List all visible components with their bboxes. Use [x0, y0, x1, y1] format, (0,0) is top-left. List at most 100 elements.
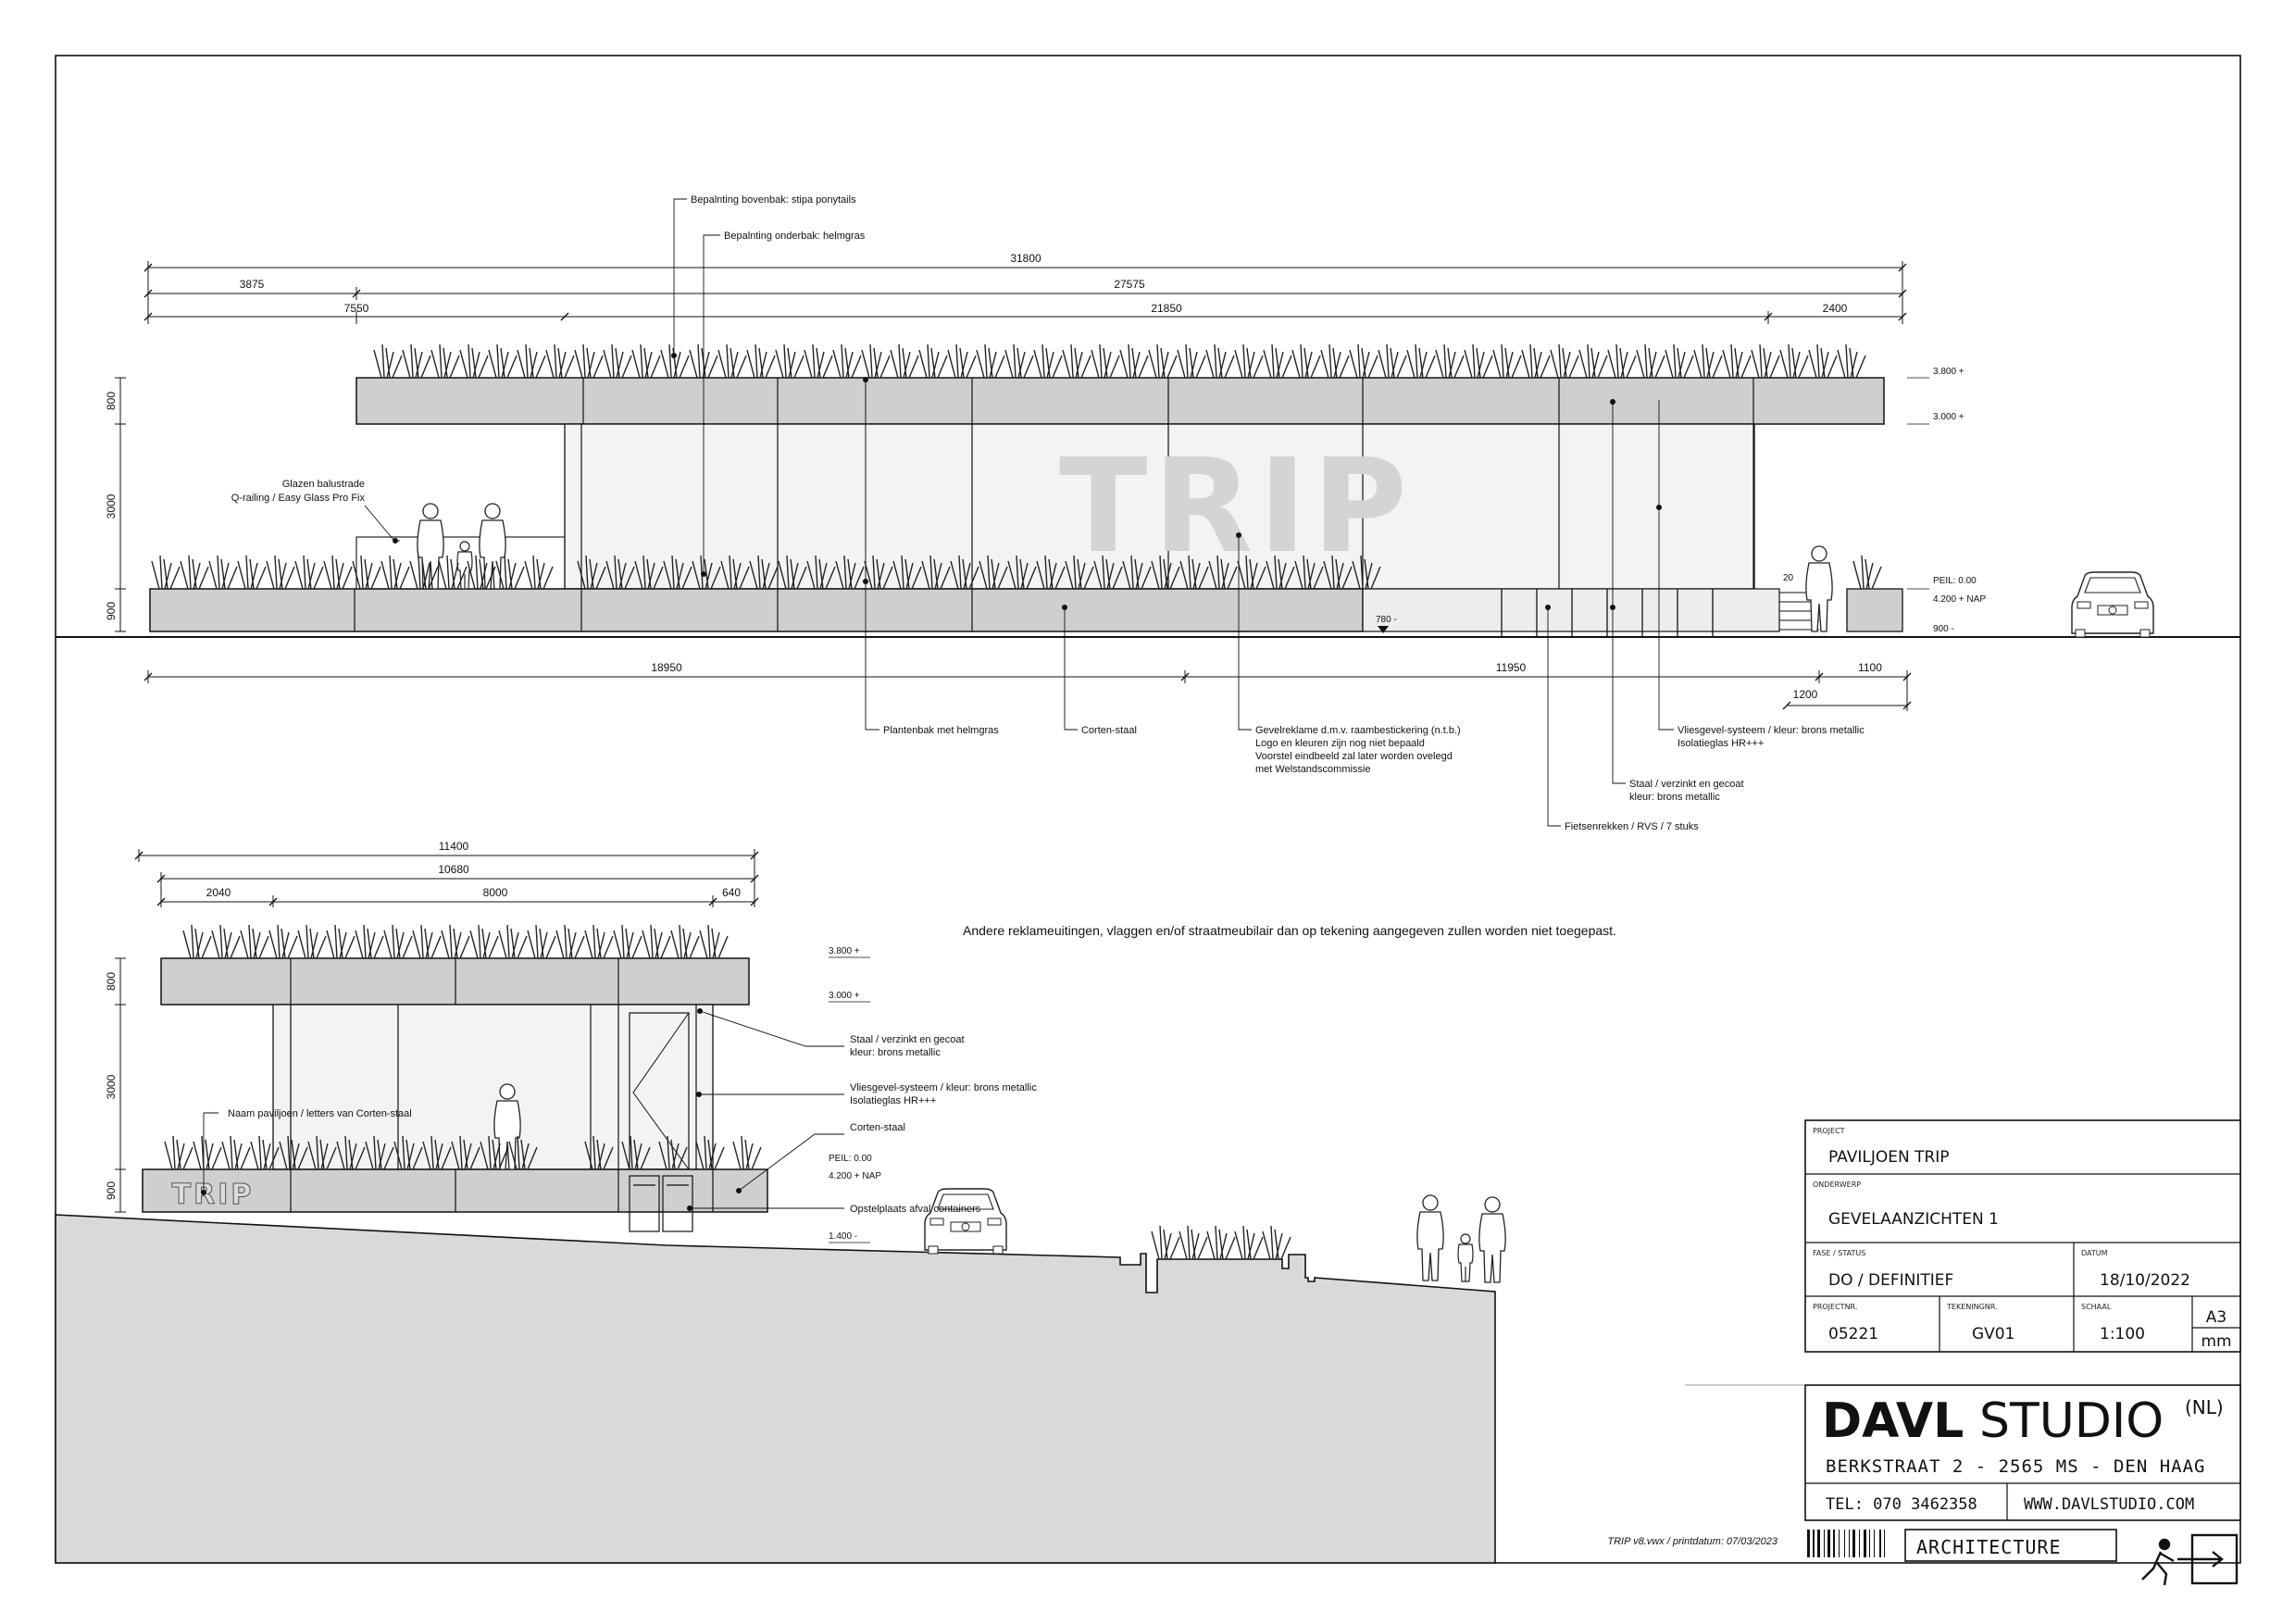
grass-tuft	[1550, 344, 1579, 379]
label-balustrade-2: Q-railing / Easy Glass Pro Fix	[231, 493, 366, 504]
grass-tuft	[976, 344, 1005, 379]
grass-tuft	[237, 555, 267, 590]
grass-tuft	[1378, 344, 1407, 379]
grass-tuft	[1206, 1225, 1236, 1260]
facade-logo-text: TRIP	[1059, 431, 1413, 582]
side-label-vlies-1: Vliesgevel-systeem / kleur: brons metall…	[850, 1082, 1037, 1093]
grass-tuft	[151, 555, 181, 590]
barcode-bar	[1849, 1530, 1850, 1557]
grass-tuft	[1349, 344, 1378, 379]
grass-tuft	[164, 1135, 193, 1170]
grass-tuft	[180, 555, 209, 590]
side-dims-top	[138, 849, 755, 907]
grass-tuft	[1406, 344, 1436, 379]
grass-tuft	[355, 924, 384, 959]
grass-tuft	[221, 1135, 251, 1170]
barcode-bar	[1807, 1530, 1810, 1557]
leaders-top	[394, 198, 1674, 827]
label-reclame-2: Logo en kleuren zijn nog niet bepaald	[1255, 738, 1425, 749]
grass-tuft	[642, 924, 671, 959]
grass-tuft	[660, 344, 690, 379]
grass-tuft	[732, 1135, 762, 1170]
tb-drawnr: GV01	[1972, 1325, 2014, 1343]
label-fiets: Fietsenrekken / RVS / 7 stuks	[1565, 821, 1699, 832]
grass-tuft	[890, 344, 919, 379]
grass-tuft	[1808, 344, 1838, 379]
side-level-nap: 4.200 + NAP	[829, 1171, 881, 1181]
side-dim-left-3000: 3000	[105, 1074, 118, 1099]
label-staal-2: kleur: brons metallic	[1629, 792, 1720, 803]
mark-20: 20	[1783, 573, 1794, 583]
tb-scale-label: SCHAAL	[2081, 1303, 2112, 1311]
level-3000: 3.000 +	[1933, 412, 1964, 422]
grass-tuft	[861, 344, 891, 379]
barcode-bar	[1844, 1530, 1845, 1557]
grass-tuft	[1693, 344, 1723, 379]
grass-tuft	[441, 924, 470, 959]
title-block: PROJECT PAVILJOEN TRIP ONDERWERP GEVELAA…	[1685, 1119, 2241, 1586]
grass-tuft	[746, 344, 776, 379]
barcode-bar	[1813, 1530, 1815, 1557]
tb-drawnr-label: TEKENINGNR.	[1946, 1303, 1998, 1311]
grass-tuft	[469, 924, 499, 959]
grass-tuft	[918, 344, 948, 379]
studio-web: WWW.DAVLSTUDIO.COM	[2024, 1495, 2194, 1514]
side-dim-8000: 8000	[483, 886, 508, 899]
grass-tuft	[211, 924, 241, 959]
studio-tagline: ARCHITECTURE	[1916, 1536, 2062, 1558]
side-level-3800: 3.800 +	[829, 946, 860, 956]
dims-top	[147, 261, 1903, 324]
dim-3875: 3875	[240, 278, 265, 291]
tb-projnr: 05221	[1828, 1325, 1878, 1343]
grass-tuft	[1177, 344, 1206, 379]
tb-phase-label: FASE / STATUS	[1813, 1249, 1865, 1257]
grass-tuft	[545, 344, 575, 379]
grass-tuft	[1205, 344, 1235, 379]
label-reclame-1: Gevelreklame d.m.v. raambestickering (n.…	[1255, 725, 1461, 736]
grass-tuft	[266, 555, 295, 590]
grass-tuft	[1004, 344, 1034, 379]
side-dim-left-800: 800	[105, 972, 118, 991]
grass-tuft	[555, 924, 585, 959]
terrain	[55, 1214, 1496, 1564]
dim-31800: 31800	[1010, 252, 1041, 265]
level-900: 900 -	[1933, 624, 1954, 634]
front-elevation: TRIP	[56, 194, 2240, 832]
grass-tuft	[326, 924, 355, 959]
planter-name-text: TRIP	[172, 1179, 255, 1211]
grass-tuft	[1852, 555, 1882, 590]
grass-tuft	[182, 924, 212, 959]
bike-racks	[1501, 589, 1714, 637]
studio-suffix: (NL)	[2185, 1396, 2224, 1418]
barcode-bar	[1879, 1530, 1881, 1557]
dim-18950: 18950	[651, 661, 682, 674]
tb-project: PAVILJOEN TRIP	[1828, 1148, 1950, 1167]
grass-tuft	[488, 344, 518, 379]
grass-tuft	[574, 344, 604, 379]
grass-tuft	[1234, 344, 1264, 379]
barcode-bar	[1833, 1530, 1835, 1557]
side-label-staal-2: kleur: brons metallic	[850, 1047, 941, 1058]
grass-tuft	[775, 344, 804, 379]
grass-tuft	[1320, 344, 1350, 379]
barcode-bar	[1874, 1530, 1875, 1557]
mark-780: 780 -	[1376, 615, 1397, 625]
side-level-3000: 3.000 +	[829, 991, 860, 1001]
dim-left-800: 800	[105, 392, 118, 410]
grass-tuft	[1464, 344, 1493, 379]
dim-7550: 7550	[344, 302, 369, 315]
grass-tuft	[1119, 344, 1149, 379]
side-dim-10680: 10680	[438, 863, 469, 876]
label-bovenbak: Bepalnting bovenbak: stipa ponytails	[691, 194, 856, 206]
lower-planter	[149, 588, 1364, 632]
side-dims-left	[115, 957, 126, 1213]
barcode-bar	[1884, 1530, 1885, 1557]
entrance-base	[1362, 588, 1780, 632]
side-dim-2040: 2040	[206, 886, 231, 899]
level-peil: PEIL: 0.00	[1933, 576, 1977, 586]
leaders-side	[203, 1010, 844, 1209]
grass-tuft	[323, 555, 353, 590]
side-elevation: TRIP 1	[55, 840, 1506, 1564]
grass-tuft	[373, 344, 403, 379]
tb-subject-label: ONDERWERP	[1813, 1181, 1861, 1189]
